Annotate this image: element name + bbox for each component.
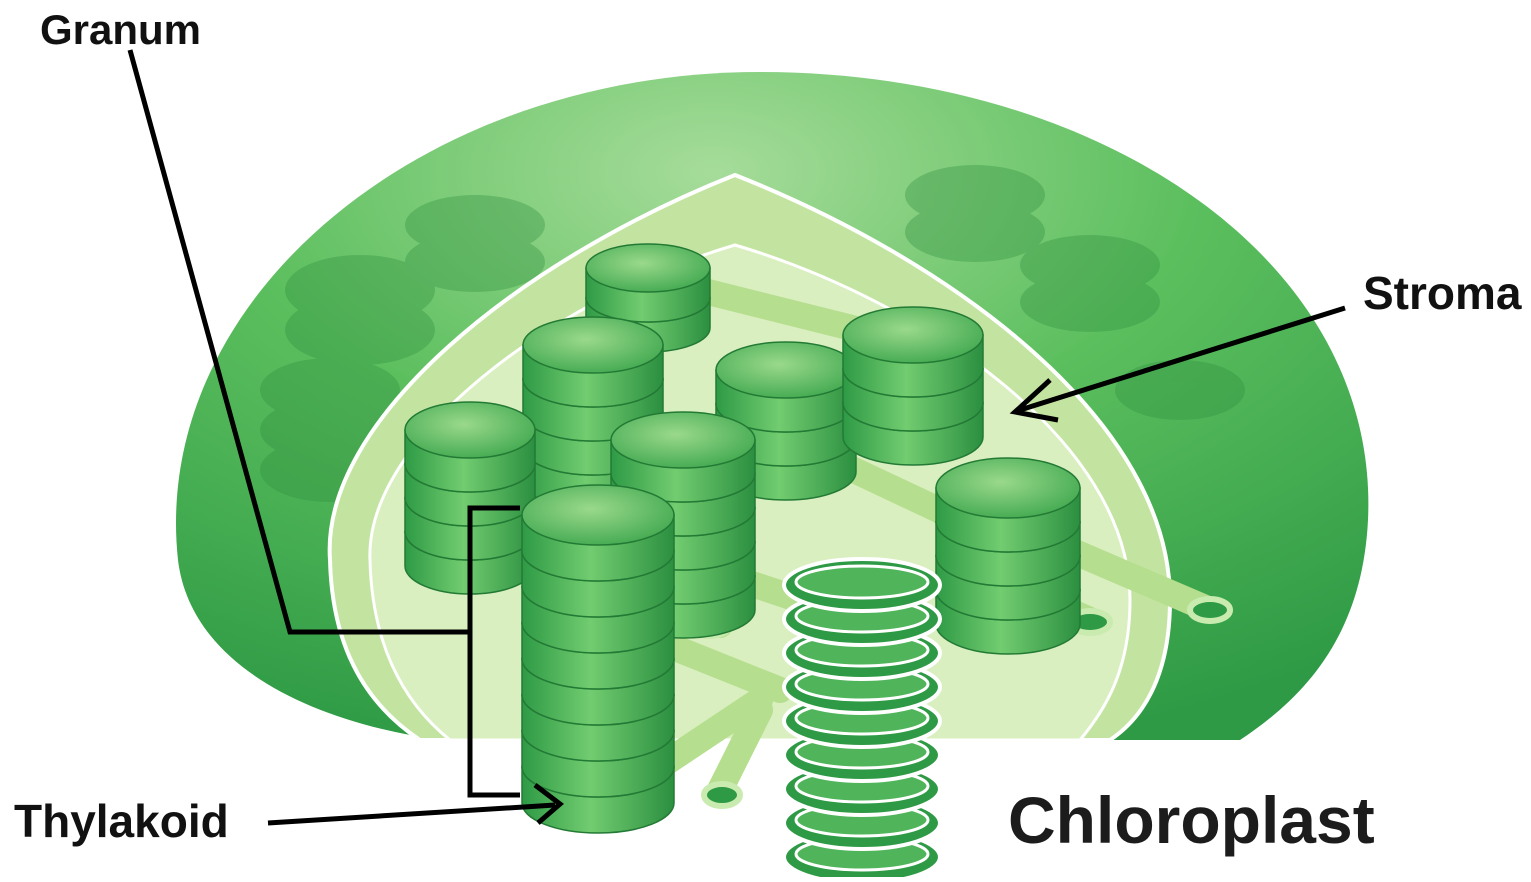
chloroplast-title: Chloroplast (1008, 782, 1375, 858)
granum-stack (936, 458, 1080, 654)
thylakoid-disk-top (843, 307, 983, 363)
thylakoid-arrow-line (268, 805, 555, 823)
cut-granum (784, 559, 940, 877)
thylakoid-disk-top (586, 244, 710, 292)
granum-stack (522, 485, 674, 833)
stroma-label: Stroma (1363, 266, 1521, 320)
granum-label: Granum (40, 6, 201, 54)
thylakoid-disk-top (405, 402, 535, 458)
granum-stack (843, 307, 983, 465)
thylakoid-disk-top (523, 317, 663, 373)
thylakoid-lumen (796, 566, 928, 598)
thylakoid-disk-top (522, 485, 674, 545)
thylakoid-disk-top (936, 458, 1080, 518)
thylakoid-label: Thylakoid (14, 794, 229, 848)
thylakoid-disk-top (716, 342, 856, 398)
thylakoid-disk-top (611, 412, 755, 468)
